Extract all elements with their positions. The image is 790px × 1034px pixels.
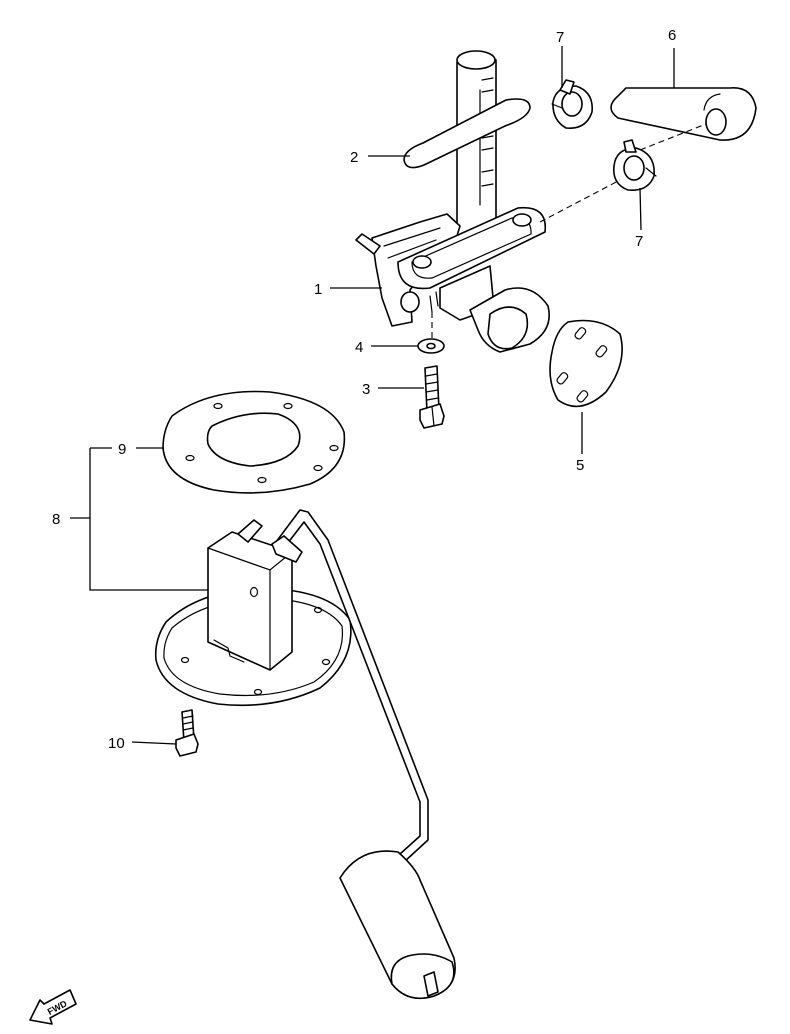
assembly-lines bbox=[431, 123, 707, 338]
part-labels: 1 2 3 4 5 6 7 7 8 9 10 bbox=[52, 27, 676, 752]
part-screw bbox=[175, 709, 199, 757]
part-gasket-ring bbox=[162, 390, 346, 494]
part-fuel-valve bbox=[355, 50, 550, 353]
part-fuel-hose bbox=[610, 87, 757, 141]
leader-lines bbox=[70, 46, 675, 745]
label-part-10: 10 bbox=[108, 735, 125, 752]
fwd-arrow-icon: FWD bbox=[29, 989, 77, 1025]
part-bolt bbox=[419, 365, 445, 429]
label-part-9: 9 bbox=[118, 441, 126, 458]
label-part-6: 6 bbox=[668, 27, 676, 44]
part-hose-clamp-lower bbox=[612, 139, 657, 192]
part-strainer bbox=[403, 98, 531, 169]
label-part-1: 1 bbox=[314, 281, 322, 298]
label-part-7-lower: 7 bbox=[635, 233, 643, 250]
label-part-4: 4 bbox=[355, 339, 363, 356]
label-part-7-upper: 7 bbox=[556, 29, 564, 46]
part-gasket-plate bbox=[549, 319, 623, 408]
label-part-2: 2 bbox=[350, 149, 358, 166]
label-part-3: 3 bbox=[362, 381, 370, 398]
part-washer bbox=[417, 338, 445, 354]
label-part-8: 8 bbox=[52, 511, 60, 528]
part-hose-clamp-upper bbox=[551, 79, 593, 129]
part-fuel-level-sender bbox=[154, 509, 456, 1000]
label-part-5: 5 bbox=[576, 457, 584, 474]
